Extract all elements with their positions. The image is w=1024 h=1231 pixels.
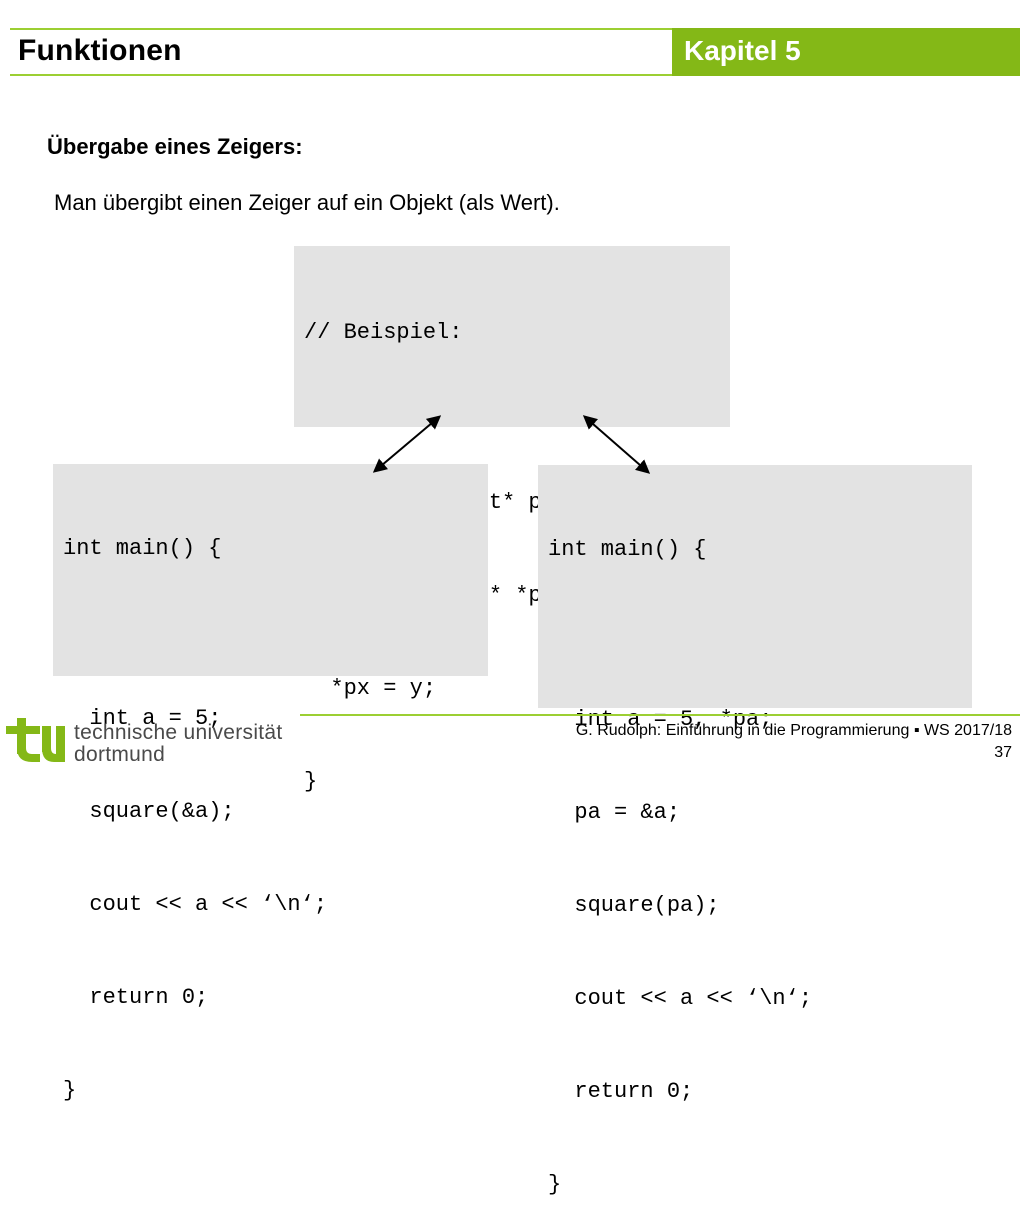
- chapter-badge: Kapitel 5: [672, 28, 1020, 76]
- code-line: cout << a << ‘\n‘;: [63, 892, 328, 917]
- code-line: return 0;: [63, 985, 209, 1010]
- university-name-line1: technische universität: [74, 721, 283, 744]
- tu-logo-icon: [6, 718, 65, 762]
- code-gap: [304, 410, 730, 425]
- code-line: }: [63, 1078, 77, 1103]
- code-box-main-left: int main() { int a = 5; square(&a); cout…: [53, 464, 488, 1103]
- code-line: }: [304, 769, 318, 794]
- header-bottom-rule: [10, 74, 1020, 76]
- page-number: 37: [994, 744, 1012, 761]
- code-line: int main() {: [63, 536, 222, 561]
- code-gap: [548, 627, 972, 642]
- header-top-rule: [10, 28, 1020, 30]
- code-box-main-right: int main() { int a = 5, *pa; pa = &a; sq…: [538, 465, 972, 1197]
- university-name: technische universität dortmund: [74, 722, 283, 766]
- code-gap: [63, 626, 488, 641]
- section-heading: Übergabe eines Zeigers:: [47, 134, 303, 159]
- chapter-label: Kapitel 5: [684, 35, 801, 66]
- slide-title: Funktionen: [18, 34, 182, 67]
- code-line: int a = 5, *pa;: [548, 707, 773, 732]
- code-line: square(pa);: [548, 893, 720, 918]
- code-line: square(&a);: [63, 799, 235, 824]
- footer-rule: [300, 714, 1020, 716]
- description-text: Man übergibt einen Zeiger auf ein Objekt…: [54, 190, 560, 215]
- code-box-function: // Beispiel: void square(int* px) { int …: [294, 246, 730, 794]
- code-line: }: [548, 1172, 562, 1197]
- university-name-line2: dortmund: [74, 743, 166, 766]
- code-line: pa = &a;: [548, 800, 681, 825]
- code-line: return 0;: [548, 1079, 694, 1104]
- code-line: cout << a << ‘\n‘;: [548, 986, 813, 1011]
- code-line: *px = y;: [304, 676, 437, 701]
- footer-credit: G. Rudolph: Einführung in die Programmie…: [575, 722, 1012, 739]
- code-line: int a = 5;: [63, 706, 222, 731]
- code-line: // Beispiel:: [304, 320, 463, 345]
- code-line: int main() {: [548, 537, 707, 562]
